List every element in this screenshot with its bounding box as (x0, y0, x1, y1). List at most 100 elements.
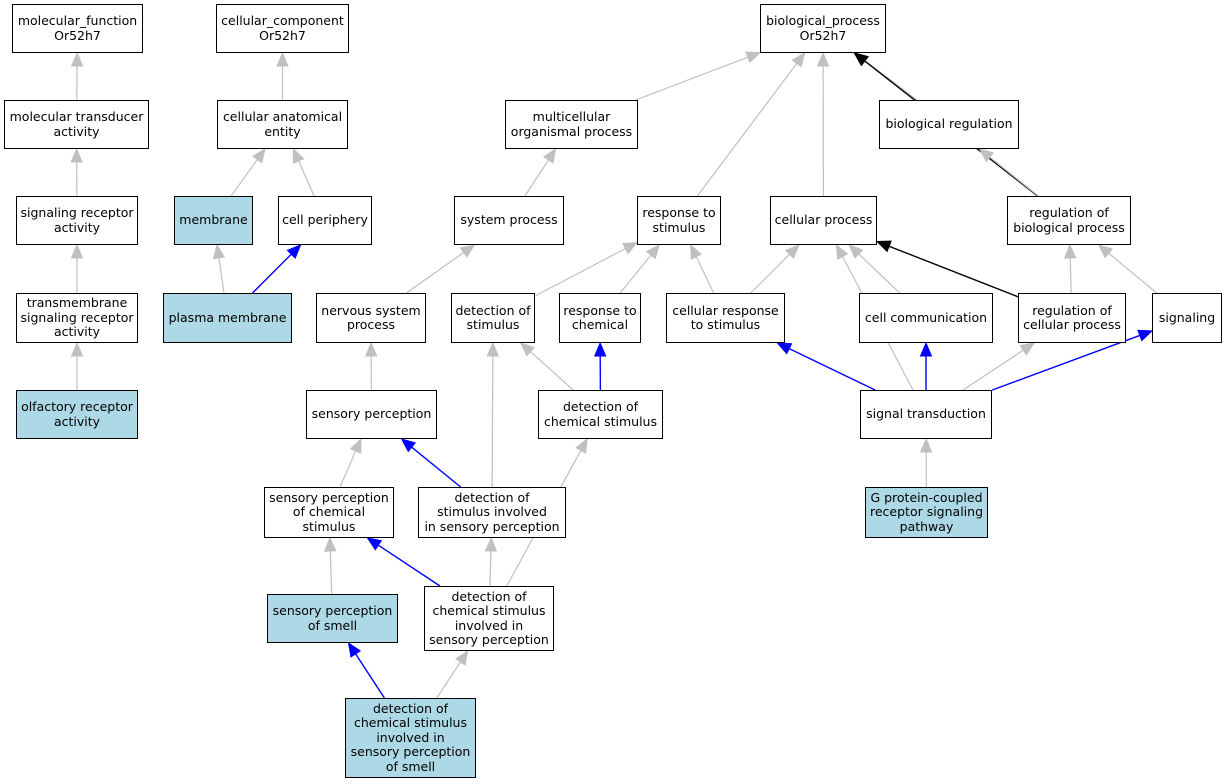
edge-arrowhead-crs-to-cp (784, 244, 800, 259)
edge-dsisp-to-dos (491, 355, 494, 488)
edge-arrowhead-nsp-to-sysp (459, 244, 476, 258)
node-g-protein-coupled-receptor-signaling-pathway[interactable]: G protein-coupled receptor signaling pat… (865, 487, 988, 538)
edge-rbp-to-breg (989, 156, 1039, 197)
node-detection-of-stimulus-in-sensory-perception[interactable]: detection of stimulus involved in sensor… (418, 487, 566, 538)
edge-arrowhead-rcp-to-cp (875, 240, 892, 253)
node-detection-of-stimulus[interactable]: detection of stimulus (451, 293, 535, 343)
node-sensory-perception-of-chemical-stimulus[interactable]: sensory perception of chemical stimulus (264, 487, 394, 538)
node-signaling[interactable]: signaling (1152, 293, 1222, 343)
node-cell-periphery[interactable]: cell periphery (278, 196, 372, 245)
edge-arrowhead-rts-to-bp (791, 51, 806, 68)
edge-arrowhead-mem-to-cae (251, 147, 266, 164)
node-cellular-process[interactable]: cellular process (770, 196, 877, 245)
edge-nsp-to-sysp (406, 252, 465, 294)
node-sensory-perception-of-smell[interactable]: sensory perception of smell (267, 594, 398, 643)
node-cell-communication[interactable]: cell communication (859, 293, 993, 343)
node-system-process[interactable]: system process (454, 196, 564, 245)
node-detection-of-chemical-stimulus-in-sensory-perception-of-smell[interactable]: detection of chemical stimulus involved … (345, 698, 476, 778)
node-nervous-system-process[interactable]: nervous system process (316, 293, 426, 343)
node-response-to-stimulus[interactable]: response to stimulus (637, 196, 721, 245)
edge-pm-to-mem (218, 257, 225, 294)
edge-arrowhead-st-to-crs (776, 342, 793, 355)
edge-dsisp-to-sp (411, 446, 462, 488)
edge-arrowhead-dcsisp-to-dcs (575, 437, 588, 454)
edge-arrowhead-sra-to-mta (70, 147, 83, 163)
edge-arrowhead-sysp-to-mop (542, 147, 557, 164)
edge-arrowhead-mop-to-bp (745, 51, 762, 64)
edge-dcs-to-dos (530, 351, 574, 391)
edge-crs-to-rts (695, 256, 715, 294)
node-biological-regulation[interactable]: biological regulation (879, 100, 1019, 149)
edge-crs-to-cp (750, 253, 791, 294)
node-membrane[interactable]: membrane (174, 196, 253, 245)
edge-arrowhead-sp-to-nsp (364, 341, 378, 357)
edge-dcsispos-to-dcsisp (436, 661, 462, 699)
edge-mop-to-bp (635, 56, 749, 101)
edge-arrowhead-st-to-sig (1137, 329, 1154, 342)
edge-dcsisp-to-dsisp (489, 550, 492, 587)
edge-dcsispos-to-sps (355, 653, 385, 699)
edge-arrowhead-dcs-to-rtc (593, 341, 607, 357)
edge-arrowhead-dsisp-to-sp (400, 438, 417, 453)
edge-arrowhead-sig-to-rbp (1097, 244, 1114, 259)
edge-arrowhead-dsisp-to-dos (486, 341, 500, 357)
node-molecular-transducer-activity[interactable]: molecular transducer activity (4, 100, 149, 149)
edge-arrowhead-cae-to-cc (276, 51, 289, 67)
edge-arrowhead-st-to-cp (835, 243, 849, 260)
edge-sysp-to-mop (524, 159, 549, 197)
edge-dos-to-rts (534, 248, 626, 297)
node-olfactory-receptor-activity[interactable]: olfactory receptor activity (16, 390, 138, 439)
edge-arrowhead-dcs-to-dos (519, 342, 536, 357)
node-biological-process[interactable]: biological_process Or52h7 (760, 4, 886, 53)
edge-arrowhead-cp-to-bp (816, 51, 830, 67)
edge-pm-to-cper (252, 253, 292, 294)
edge-rcp-to-cp (888, 245, 1019, 298)
edge-arrowhead-gpcr-to-st (919, 437, 933, 453)
edge-arrowhead-dos-to-rts (622, 241, 639, 255)
node-response-to-chemical[interactable]: response to chemical (559, 293, 641, 343)
node-cellular-component[interactable]: cellular_component Or52h7 (216, 4, 349, 53)
edge-arrowhead-rtc-to-rts (645, 244, 660, 260)
edge-arrowhead-ccom-to-cp (848, 244, 864, 259)
node-detection-of-chemical-stimulus[interactable]: detection of chemical stimulus (538, 390, 663, 439)
edge-arrowhead-dcsispos-to-dcsisp (455, 649, 469, 666)
node-multicellular-organismal-process[interactable]: multicellular organismal process (505, 100, 638, 149)
node-cellular-response-to-stimulus[interactable]: cellular response to stimulus (666, 293, 785, 343)
edge-arrowhead-dcsispos-to-sps (347, 641, 362, 658)
edge-rcp-to-rbp (1069, 257, 1072, 294)
edge-arrowhead-st-to-rcp (1019, 342, 1036, 356)
edge-st-to-crs (788, 348, 876, 391)
node-plasma-membrane[interactable]: plasma membrane (163, 293, 292, 343)
edge-arrowhead-spcs-to-sp (349, 437, 362, 454)
node-signal-transduction[interactable]: signal transduction (860, 390, 992, 439)
edge-arrowhead-rcp-to-rbp (1063, 243, 1077, 259)
node-signaling-receptor-activity[interactable]: signaling receptor activity (16, 196, 138, 245)
edge-dcsisp-to-spcs (377, 544, 441, 587)
edge-arrowhead-cper-to-cae (292, 147, 305, 164)
edge-arrowhead-rbp-to-bp (853, 52, 869, 67)
edge-sps-to-spcs (329, 550, 333, 595)
edge-arrowhead-dcsisp-to-spcs (366, 537, 383, 551)
node-detection-of-chemical-stimulus-in-sensory-perception[interactable]: detection of chemical stimulus involved … (424, 586, 554, 651)
edge-st-to-rcp (962, 349, 1024, 391)
node-sensory-perception[interactable]: sensory perception (306, 390, 437, 439)
node-transmembrane-signaling-receptor-activity[interactable]: transmembrane signaling receptor activit… (16, 293, 138, 343)
node-regulation-of-biological-process[interactable]: regulation of biological process (1007, 196, 1131, 245)
edge-st-to-sig (991, 334, 1141, 391)
edge-arrowhead-pm-to-cper (286, 244, 302, 259)
edge-arrowhead-mta-to-mf (70, 51, 84, 67)
edge-arrowhead-dcsisp-to-dsisp (484, 536, 498, 552)
edge-spcs-to-sp (339, 450, 357, 488)
edge-cper-to-cae (298, 160, 315, 197)
edge-mem-to-cae (230, 159, 258, 197)
edge-ccom-to-cp (858, 253, 901, 294)
node-cellular-anatomical-entity[interactable]: cellular anatomical entity (217, 100, 348, 149)
node-regulation-of-cellular-process[interactable]: regulation of cellular process (1018, 293, 1126, 343)
edge-breg-to-bp (865, 60, 918, 101)
edge-arrowhead-sps-to-spcs (324, 536, 337, 552)
edge-rts-to-bp (696, 63, 798, 197)
edge-rtc-to-rts (619, 254, 652, 294)
node-molecular-function[interactable]: molecular_function Or52h7 (12, 4, 143, 53)
